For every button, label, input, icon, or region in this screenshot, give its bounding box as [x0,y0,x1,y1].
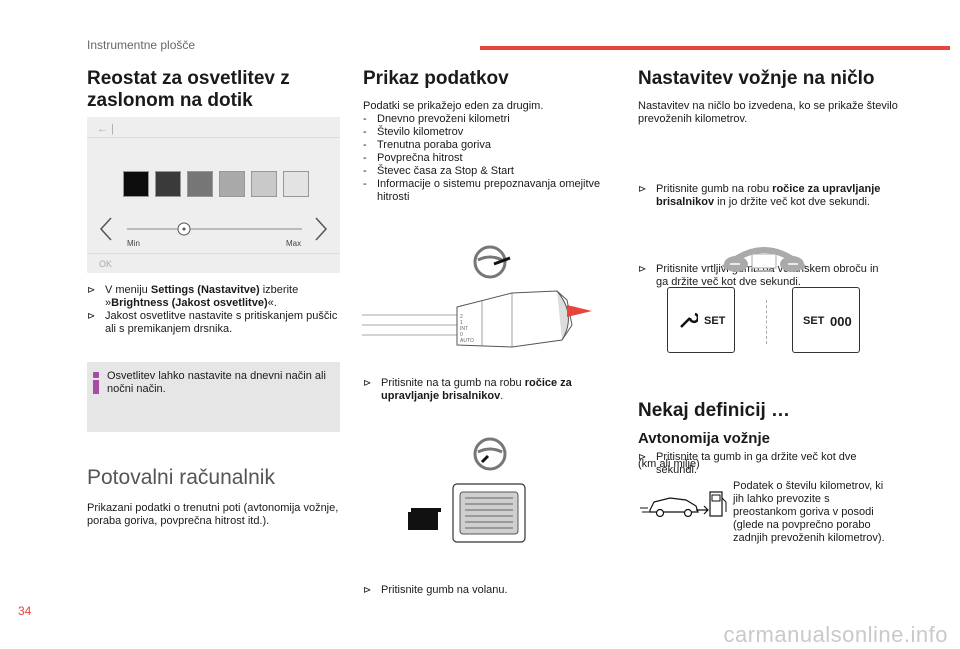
info-note-box: Osvetlitev lahko nastavite na dnevni nač… [87,362,340,432]
range-unit: (km ali milje) [638,458,700,470]
trip-computer-title: Potovalni računalnik [87,466,275,489]
instruction-step: ⊳ Pritisnite gumb na robu ročice za upra… [638,183,881,208]
definitions-title: Nekaj definicij … [638,400,791,421]
car-fuel-icon [640,491,727,518]
ok-button[interactable]: OK [99,259,113,269]
set-button-card: SET [667,287,735,353]
slider-max-label: Max [286,239,302,248]
header-accent-bar [480,46,950,50]
section-header: Instrumentne plošče [87,38,196,52]
brightness-slider[interactable] [97,215,330,245]
data-display-title: Prikaz podatkov [363,68,509,89]
list-item: Dnevno prevoženi kilometri [363,113,603,126]
brightness-swatch[interactable] [155,171,181,197]
list-item: Trenutna poraba goriva [363,139,603,152]
counter-value: 000 [830,314,852,329]
list-item: Število kilometrov [363,126,603,139]
brightness-swatch[interactable] [251,171,277,197]
brightness-title: Reostat za osvetlitev z zaslonom na doti… [87,68,290,111]
fuel-pump-icon [709,491,727,517]
data-list: Dnevno prevoženi kilometri Število kilom… [363,113,603,204]
instruction-step: ⊳ V meniju Settings (Nastavitve) izberit… [87,284,299,309]
instruction-step: ⊳ Pritisnite vrtljivi gumb na volanskem … [638,263,879,288]
instruction-step: ⊳ Jakost osvetlitve nastavite s pritiska… [87,310,338,335]
range-subtitle: Avtonomija vožnje [638,430,770,447]
wrench-icon [680,312,698,328]
set-label: SET [803,315,825,327]
stalk-position-labels: 2 1 INT 0 AUTO [460,314,474,344]
list-item: Informacije o sistemu prepoznavanja omej… [363,178,603,204]
brightness-swatch[interactable] [187,171,213,197]
car-icon [640,497,699,518]
set-label: SET [704,315,726,327]
watermark-site: carmanualsonline.info [723,622,948,647]
steering-wheel-icon [473,245,511,279]
info-icon [93,372,99,378]
steering-button-illustration [408,483,526,543]
trip-computer-description: Prikazani podatki o trenutni poti (avton… [87,502,339,527]
wiper-stalk-icon [362,290,592,348]
slider-min-label: Min [127,239,140,248]
info-note-text: Osvetlitev lahko nastavite na dnevni nač… [107,370,326,395]
dashboard-icon [721,247,807,272]
brightness-swatch[interactable] [283,171,309,197]
reset-trip-intro: Nastavitev na ničlo bo izvedena, ko se p… [638,100,898,125]
page-number: 34 [18,604,32,618]
brightness-swatch[interactable] [123,171,149,197]
list-item: Povprečna hitrost [363,152,603,165]
instruction-step: ⊳ Pritisnite na ta gumb na robu ročice z… [363,377,572,402]
touchscreen-brightness-panel: ← | Min Max OK [87,117,340,273]
range-description: Podatek o številu kilometrov, ki jih lah… [733,480,885,544]
steering-wheel-icon [473,437,507,471]
list-item: Števec časa za Stop & Start [363,165,603,178]
set-counter-card: SET 000 [792,287,860,353]
instruction-step: ⊳ Pritisnite ta gumb in ga držite več ko… [638,451,857,476]
brightness-swatch[interactable] [219,171,245,197]
reset-trip-title: Nastavitev vožnje na ničlo [638,68,875,89]
data-display-intro: Podatki se prikažejo eden za drugim. [363,100,544,112]
back-arrow-icon[interactable]: ← | [97,123,114,135]
chevron-right-icon [315,217,328,241]
brightness-instructions: ⊳ V meniju Settings (Nastavitve) izberit… [87,284,340,336]
chevron-left-icon [99,217,112,241]
instruction-step: ⊳ Pritisnite gumb na volanu. [363,584,508,596]
